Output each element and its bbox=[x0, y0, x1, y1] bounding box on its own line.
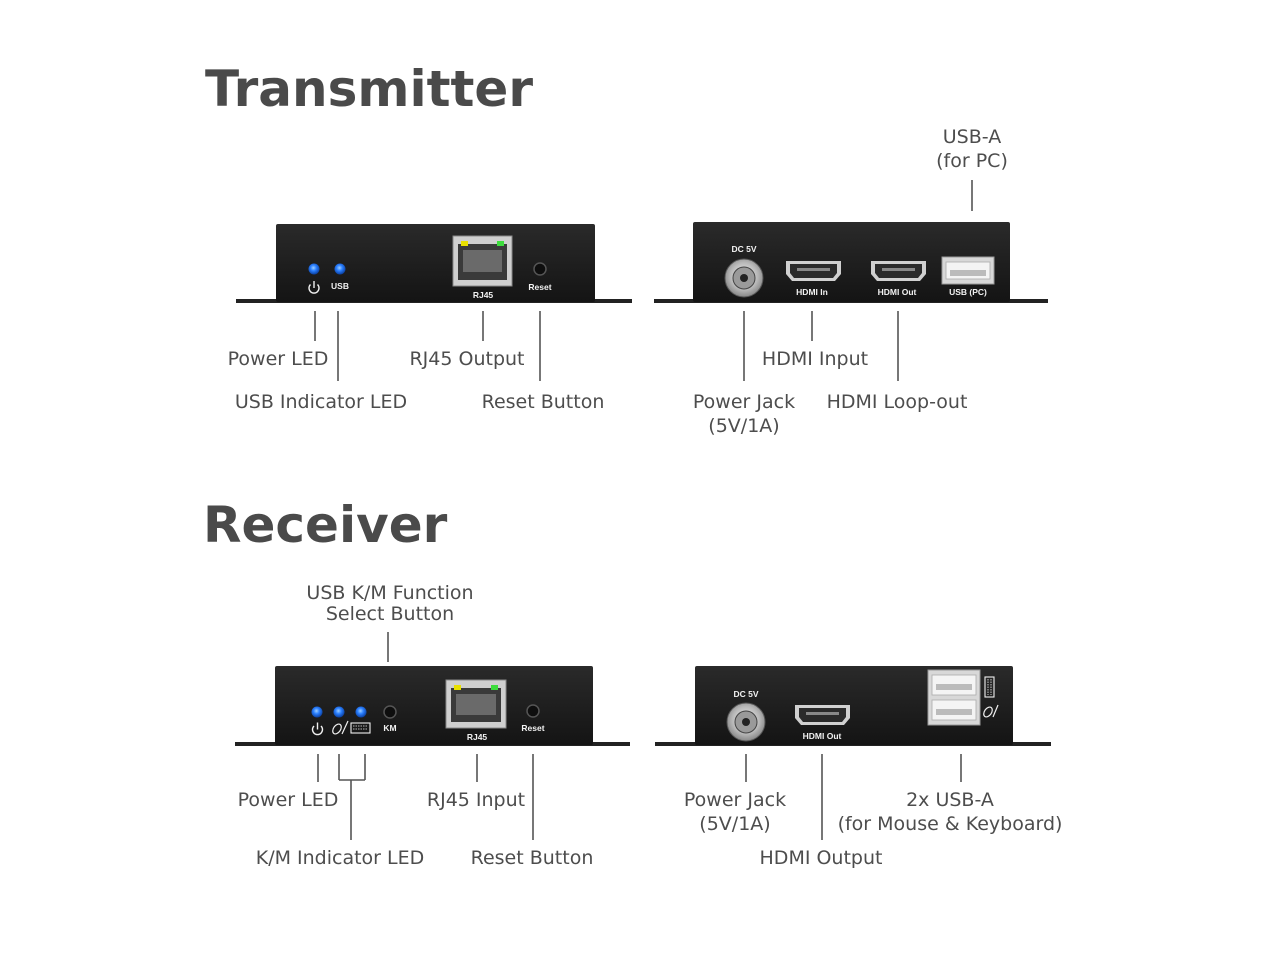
link-led-yellow bbox=[461, 241, 468, 246]
callout-text: HDMI Input bbox=[761, 348, 869, 370]
receiver-title: Receiver bbox=[203, 496, 448, 554]
receiver-rear-panel: DC 5V HDMI Out bbox=[655, 666, 1051, 746]
callout-text: Power LED bbox=[227, 348, 329, 370]
callout-power-jack: Power Jack (5V/1A) bbox=[693, 390, 795, 438]
callout-text: HDMI Output bbox=[759, 847, 883, 869]
link-led-green bbox=[491, 685, 498, 690]
callout-text: Reset Button bbox=[481, 391, 605, 413]
callout-text: (for Mouse & Keyboard) bbox=[837, 813, 1063, 835]
usb-pc-panel-label: USB (PC) bbox=[949, 287, 987, 297]
device-body bbox=[276, 224, 595, 302]
reset-button[interactable] bbox=[533, 262, 547, 276]
callout-text: HDMI Loop-out bbox=[826, 391, 968, 413]
mouse-indicator-led bbox=[333, 706, 345, 718]
km-select-button[interactable] bbox=[383, 705, 397, 719]
callout-text: Power Jack bbox=[683, 789, 787, 811]
power-icon bbox=[308, 281, 320, 294]
callout-hdmi-input: HDMI Input bbox=[762, 347, 868, 371]
keyboard-icon bbox=[350, 722, 371, 734]
callout-power-led: Power LED bbox=[238, 788, 339, 812]
hdmi-out-panel-label: HDMI Out bbox=[878, 287, 917, 297]
callout-text: (5V/1A) bbox=[708, 415, 780, 437]
callout-rj45-input: RJ45 Input bbox=[427, 788, 525, 812]
callout-text: (for PC) bbox=[936, 150, 1008, 172]
callout-reset-button: Reset Button bbox=[482, 390, 605, 414]
km-panel-label: KM bbox=[383, 723, 396, 733]
link-led-green bbox=[497, 241, 504, 246]
callout-usb-indicator-led: USB Indicator LED bbox=[235, 390, 407, 414]
usb-indicator-led bbox=[334, 263, 346, 275]
mouse-icon bbox=[332, 720, 349, 735]
power-led bbox=[311, 706, 323, 718]
callout-text: K/M Indicator LED bbox=[255, 847, 425, 869]
callout-text: 2x USB-A bbox=[906, 789, 994, 811]
dc-panel-label: DC 5V bbox=[733, 689, 758, 699]
rj45-port bbox=[452, 235, 513, 287]
dc-power-jack bbox=[726, 702, 766, 742]
usb-pc-port bbox=[941, 256, 995, 285]
transmitter-title: Transmitter bbox=[205, 60, 533, 118]
power-led bbox=[308, 263, 320, 275]
callout-text: Power LED bbox=[237, 789, 339, 811]
callout-text: USB-A bbox=[942, 126, 1002, 148]
receiver-front-panel: KM RJ45 Reset bbox=[235, 666, 630, 746]
callout-text: USB K/M Function bbox=[306, 582, 474, 604]
dc-panel-label: DC 5V bbox=[731, 244, 756, 254]
device-body bbox=[693, 222, 1010, 302]
callout-power-jack: Power Jack (5V/1A) bbox=[684, 788, 786, 836]
rj45-panel-label: RJ45 bbox=[473, 290, 494, 300]
rj45-panel-label: RJ45 bbox=[467, 732, 488, 742]
transmitter-front-panel: USB RJ45 Reset bbox=[236, 224, 632, 303]
callout-power-led: Power LED bbox=[228, 347, 329, 371]
usb-panel-label: USB bbox=[331, 281, 349, 291]
callout-rj45-output: RJ45 Output bbox=[409, 347, 524, 371]
rj45-port bbox=[445, 679, 507, 729]
transmitter-rear-panel: DC 5V HDMI In HDMI Out USB (PC) bbox=[654, 222, 1048, 303]
callout-text: Select Button bbox=[325, 603, 455, 625]
reset-panel-label: Reset bbox=[521, 723, 544, 733]
dc-power-jack bbox=[724, 258, 764, 298]
hdmi-in-port bbox=[786, 261, 841, 281]
hdmi-in-panel-label: HDMI In bbox=[796, 287, 828, 297]
callout-text: Power Jack bbox=[692, 391, 796, 413]
hdmi-out-port bbox=[795, 705, 850, 725]
reset-button[interactable] bbox=[526, 704, 540, 718]
callout-text: (5V/1A) bbox=[699, 813, 771, 835]
hdmi-out-port bbox=[871, 261, 926, 281]
callout-hdmi-output: HDMI Output bbox=[760, 846, 883, 870]
dual-usb-port bbox=[927, 669, 981, 726]
callout-usb-a-pc: USB-A (for PC) bbox=[936, 125, 1008, 173]
callout-text: USB Indicator LED bbox=[234, 391, 408, 413]
callout-text: RJ45 Input bbox=[426, 789, 526, 811]
callout-text: RJ45 Output bbox=[409, 348, 525, 370]
power-icon bbox=[311, 722, 324, 736]
link-led-yellow bbox=[454, 685, 461, 690]
reset-panel-label: Reset bbox=[528, 282, 551, 292]
keyboard-icon bbox=[984, 676, 995, 698]
callout-hdmi-loopout: HDMI Loop-out bbox=[827, 390, 968, 414]
callout-km-indicator-led: K/M Indicator LED bbox=[256, 846, 425, 870]
callout-km-select-button: USB K/M Function Select Button bbox=[306, 583, 473, 625]
keyboard-indicator-led bbox=[355, 706, 367, 718]
device-body bbox=[275, 666, 593, 745]
callout-text: Reset Button bbox=[470, 847, 594, 869]
callout-usb-a-mouse-keyboard: 2x USB-A (for Mouse & Keyboard) bbox=[838, 788, 1063, 836]
hdmi-out-panel-label: HDMI Out bbox=[803, 731, 842, 741]
callout-reset-button: Reset Button bbox=[471, 846, 594, 870]
mouse-icon bbox=[983, 704, 999, 718]
